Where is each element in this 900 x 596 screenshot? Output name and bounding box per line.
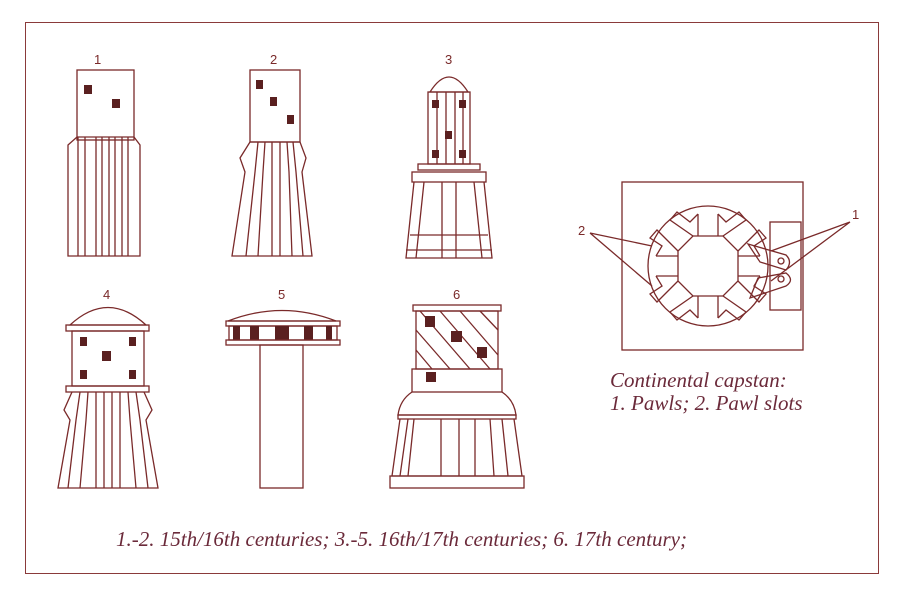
label-6: 6 bbox=[453, 287, 461, 302]
capstan-title: Continental capstan: bbox=[610, 368, 787, 392]
capstan-1-drawing bbox=[67, 69, 141, 257]
callout-pawl-slots: 2 bbox=[578, 223, 586, 238]
capstan-4-drawing bbox=[57, 306, 159, 489]
figure-frame bbox=[25, 22, 879, 574]
capstan-2-drawing bbox=[231, 69, 313, 257]
capstan-5-drawing bbox=[225, 309, 341, 489]
label-1: 1 bbox=[94, 52, 102, 67]
capstan-6-drawing bbox=[389, 304, 525, 489]
figure-caption: 1.-2. 15th/16th centuries; 3.-5. 16th/17… bbox=[116, 527, 687, 551]
capstan-legend: 1. Pawls; 2. Pawl slots bbox=[610, 391, 803, 415]
label-4: 4 bbox=[103, 287, 111, 302]
callout-pawls: 1 bbox=[852, 207, 860, 222]
label-5: 5 bbox=[278, 287, 286, 302]
continental-capstan-drawing bbox=[589, 181, 851, 351]
capstan-3-drawing bbox=[405, 76, 493, 259]
label-3: 3 bbox=[445, 52, 453, 67]
label-2: 2 bbox=[270, 52, 278, 67]
